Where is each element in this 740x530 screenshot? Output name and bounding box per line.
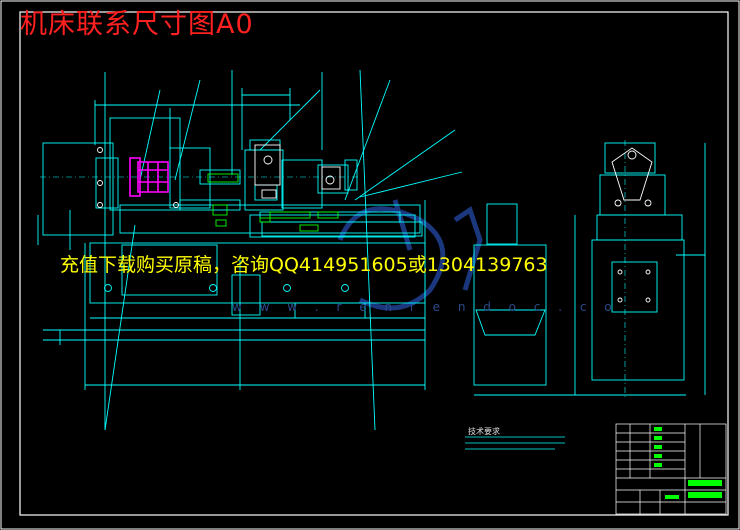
purchase-notice: 充值下载购买原稿，咨询QQ414951605或1304139763 <box>60 254 548 276</box>
front-view-white <box>97 144 341 208</box>
side-view-parts <box>611 147 653 303</box>
watermark-text: w w w . r e n r e n d o c . c o <box>232 300 619 314</box>
tech-notes-lines <box>465 436 565 450</box>
inner-frame <box>19 11 729 516</box>
front-view <box>37 69 463 431</box>
tech-notes-title: 技术要求 <box>468 427 500 436</box>
drawing-title: 机床联系尺寸图A0 <box>20 9 254 40</box>
fixture-highlight <box>129 157 169 197</box>
title-block-fills <box>654 427 722 499</box>
side-view <box>473 142 706 396</box>
watermark-logo <box>337 199 483 311</box>
front-view-parts <box>207 173 339 232</box>
center-lines <box>40 140 626 400</box>
title-block <box>615 423 727 515</box>
